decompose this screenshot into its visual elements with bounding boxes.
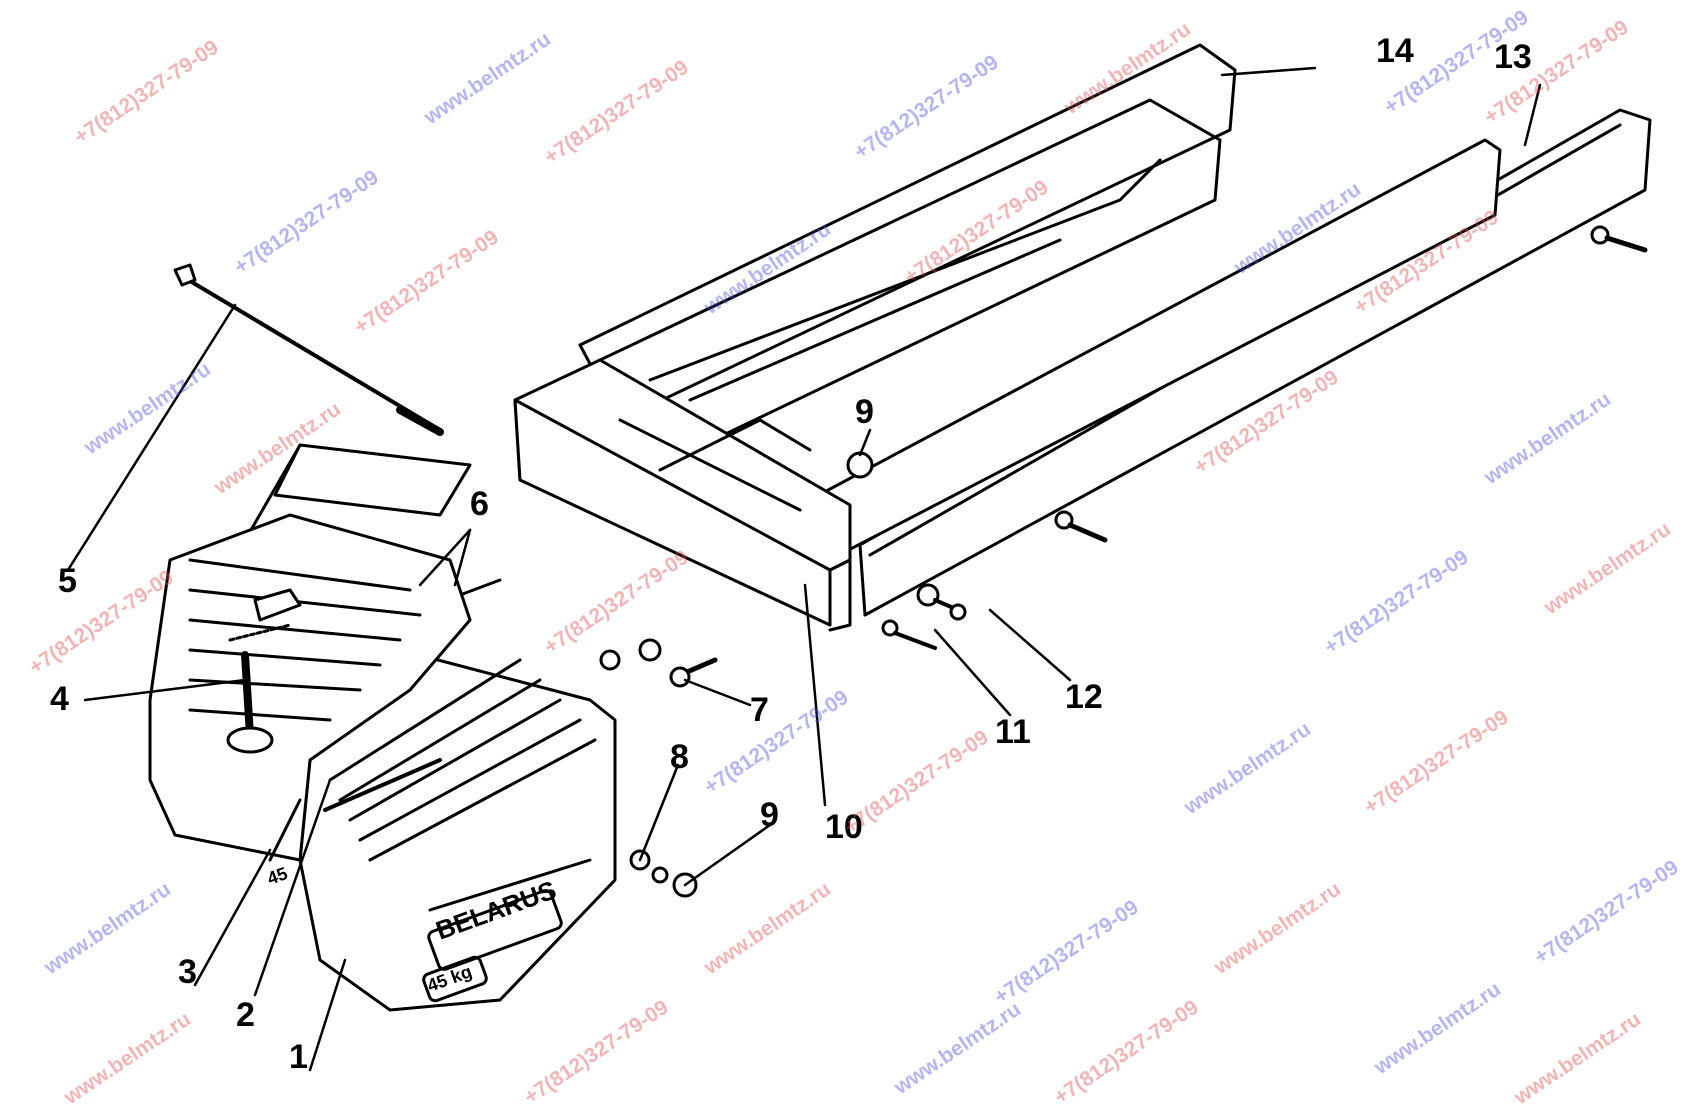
- label-part-11: 11: [995, 713, 1031, 751]
- label-part-5: 5: [58, 562, 77, 600]
- label-part-3: 3: [178, 953, 197, 991]
- weight-carrier-10: [513, 358, 852, 632]
- leader-lines: [66, 66, 1542, 1072]
- label-part-6: 6: [470, 485, 489, 523]
- label-part-4: 4: [50, 680, 69, 718]
- label-part-14: 14: [1376, 32, 1414, 70]
- weight-block-rear: [148, 513, 472, 862]
- tie-rod-5: [173, 263, 444, 436]
- weight-mass-front-text: 45: [265, 863, 291, 889]
- pin-4: [226, 588, 302, 754]
- label-part-10: 10: [825, 808, 863, 846]
- label-part-2: 2: [236, 996, 255, 1034]
- label-part-13: 13: [1494, 38, 1532, 76]
- label-part-1: 1: [289, 1038, 308, 1076]
- label-part-7: 7: [750, 691, 769, 729]
- fasteners: [599, 225, 1648, 898]
- label-part-8: 8: [670, 738, 689, 776]
- label-part-9-lower: 9: [760, 796, 779, 834]
- label-part-9-upper: 9: [855, 393, 874, 431]
- bolt-3: [323, 758, 442, 812]
- label-part-12: 12: [1065, 678, 1103, 716]
